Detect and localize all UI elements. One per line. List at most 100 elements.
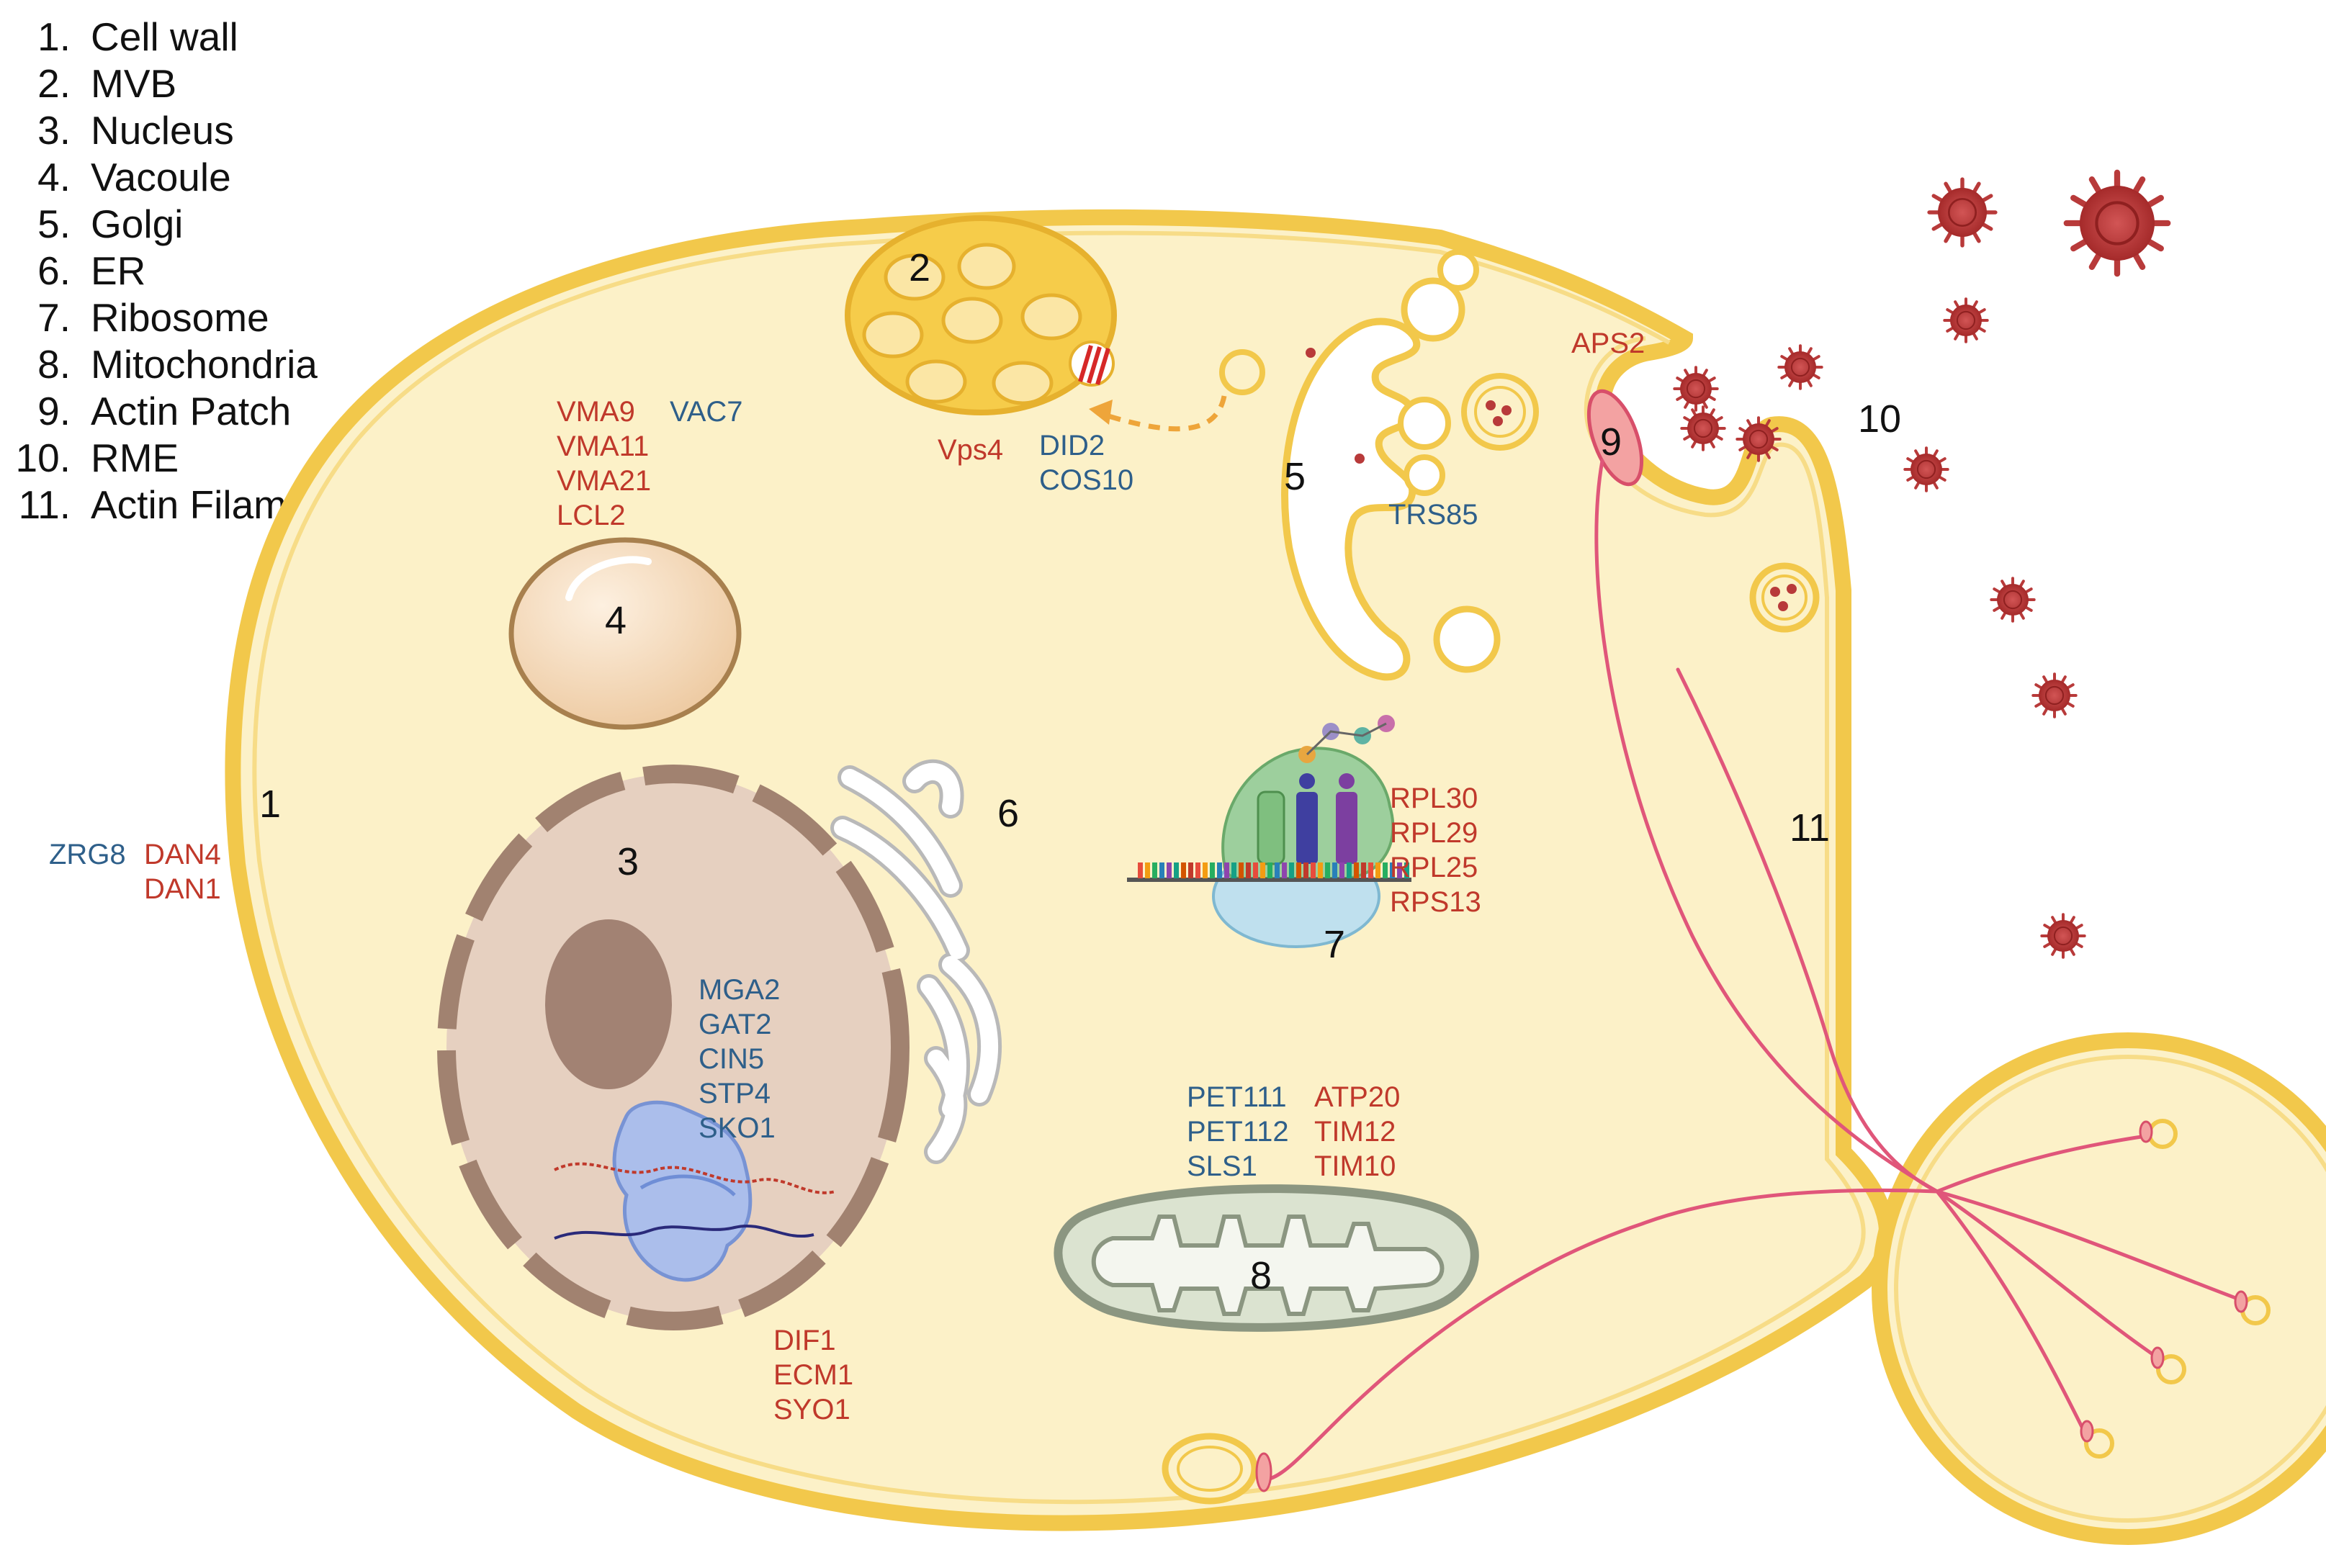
codon: [1347, 862, 1352, 878]
codon: [1174, 862, 1179, 878]
codon: [1311, 862, 1316, 878]
codon: [1339, 862, 1344, 878]
virus-particle: [2040, 913, 2086, 959]
legend-label: Golgi: [91, 202, 183, 246]
marker-mitochondria: 8: [1250, 1254, 1272, 1297]
legend-number: 1.: [37, 14, 71, 59]
nucleus-gene: MGA2: [699, 974, 780, 1006]
legend-label: Nucleus: [91, 108, 234, 153]
codon: [1325, 862, 1330, 878]
actin-patch-gene: APS2: [1571, 328, 1645, 359]
nuclear-envelope: [437, 765, 910, 1330]
mitochondrion: [1054, 1184, 1479, 1332]
codon: [1332, 862, 1337, 878]
codon: [1361, 862, 1366, 878]
marker-ribosome: 7: [1324, 923, 1345, 966]
codon: [1159, 862, 1164, 878]
ribosome: [1127, 715, 1411, 948]
codon: [1217, 862, 1222, 878]
codon: [1282, 862, 1287, 878]
virus-particle: [2063, 169, 2171, 277]
mitochondria-gene: SLS1: [1187, 1150, 1257, 1182]
nucleus-gene: GAT2: [699, 1009, 772, 1040]
legend-label: Actin Patch: [91, 389, 291, 433]
codon: [1289, 862, 1294, 878]
mitochondria-gene: TIM12: [1314, 1116, 1396, 1148]
vacuole-gene: LCL2: [557, 500, 626, 531]
marker-actin-patch: 9: [1600, 420, 1622, 464]
codon: [1397, 862, 1402, 878]
codon: [1195, 862, 1200, 878]
ribosome-gene: RPS13: [1390, 886, 1481, 918]
codon: [1375, 862, 1380, 878]
ribosome-gene: RPL25: [1390, 852, 1478, 883]
nucleus-gene: STP4: [699, 1078, 771, 1109]
codon: [1275, 862, 1280, 878]
virus-particle: [1680, 405, 1726, 451]
golgi-gene: TRS85: [1388, 499, 1478, 531]
endocytic-arrow: [1100, 395, 1227, 432]
legend-number: 6.: [37, 248, 71, 293]
golgi: [1281, 249, 1539, 681]
marker-nucleus: 3: [617, 840, 639, 883]
virus-particle: [1673, 366, 1719, 412]
marker-er: 6: [997, 792, 1019, 835]
vacuole-gene: VAC7: [670, 396, 743, 428]
mvb: [845, 215, 1117, 415]
marker-rme: 10: [1858, 397, 1901, 441]
actin-patch: [1586, 389, 1644, 487]
nucleus-gene: DIF1: [773, 1325, 836, 1356]
codon: [1390, 862, 1395, 878]
vacuole-gene: VMA11: [557, 431, 649, 462]
legend-number: 3.: [37, 108, 71, 153]
legend-number: 2.: [37, 61, 71, 106]
virus-particle: [1777, 344, 1823, 390]
nucleus-gene: CIN5: [699, 1043, 764, 1075]
endocytic-vesicles: [1162, 562, 2271, 1505]
legend-number: 7.: [37, 295, 71, 340]
cell-wall: [225, 209, 1895, 1531]
legend-label: Mitochondria: [91, 342, 318, 387]
nucleolus: [545, 919, 672, 1089]
codon: [1383, 862, 1388, 878]
legend-number: 5.: [37, 202, 71, 246]
virus-particle: [1903, 446, 1949, 492]
vacuole: [508, 537, 742, 730]
mitochondria-gene: PET111: [1187, 1081, 1287, 1113]
arrow-head: [1089, 400, 1113, 425]
legend-number: 11.: [19, 482, 71, 527]
legend-number: 9.: [37, 389, 71, 433]
rna-strand: [554, 1224, 814, 1240]
small-vesicle: [1219, 349, 1265, 395]
virus-particle: [2031, 672, 2078, 718]
nucleus-gene: SYO1: [773, 1394, 850, 1425]
cell-wall-gene: ZRG8: [49, 839, 126, 870]
nucleus-gene: ECM1: [773, 1359, 853, 1391]
codon: [1203, 862, 1208, 878]
codon: [1318, 862, 1323, 878]
codon: [1253, 862, 1258, 878]
codon: [1368, 862, 1373, 878]
cell-wall-gene: DAN1: [144, 873, 221, 905]
cell-membrane: [252, 230, 1866, 1505]
bud: [1872, 1032, 2326, 1545]
codon: [1210, 862, 1215, 878]
legend-label: Cell wall: [91, 14, 238, 59]
codon: [1224, 862, 1229, 878]
legend-label: RME: [91, 436, 179, 480]
codon: [1354, 862, 1359, 878]
cell-outline: [225, 209, 1895, 1531]
marker-mvb: 2: [909, 246, 930, 289]
ribosome-gene: RPL30: [1390, 783, 1478, 814]
rna-polymerase: [612, 1100, 753, 1282]
legend-label: Vacoule: [91, 155, 231, 199]
legend-number: 10.: [16, 436, 71, 480]
codon: [1246, 862, 1251, 878]
marker-actin-filament: 11: [1790, 806, 1830, 850]
codon: [1239, 862, 1244, 878]
vacuole-gene: VMA21: [557, 465, 651, 497]
codon: [1188, 862, 1193, 878]
nucleus: [437, 765, 910, 1330]
legend: 1.Cell wall2.MVB3.Nucleus4.Vacoule5.Golg…: [16, 14, 342, 527]
